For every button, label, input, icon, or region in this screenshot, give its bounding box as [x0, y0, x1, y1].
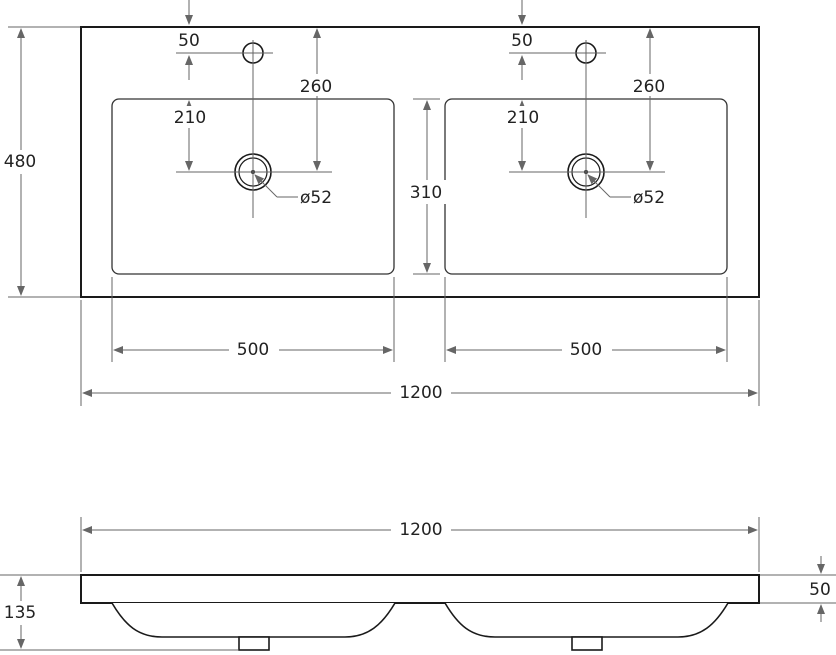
- left-tap-offset-label: 50: [178, 31, 200, 51]
- right-drain-leader: [587, 174, 611, 198]
- slab-thickness-label: 50: [809, 580, 831, 600]
- countertop-outline: [80, 26, 760, 298]
- left-bowl-profile: [111, 602, 396, 638]
- right-basin-width-label: 500: [570, 340, 602, 360]
- right-drain-stub: [571, 636, 603, 651]
- side-view: 1200 135 50: [0, 517, 836, 651]
- left-drain-edge-label: 210: [174, 108, 206, 128]
- countertop-slab: [80, 574, 760, 604]
- left-drain-diameter-label: ø52: [300, 188, 332, 208]
- right-drain-back-label: 260: [633, 77, 665, 97]
- right-tap-offset-label: 50: [511, 31, 533, 51]
- side-height-label: 135: [4, 603, 36, 623]
- left-drain-stub: [238, 636, 270, 651]
- left-drain-leader: [254, 174, 278, 198]
- right-bowl-profile: [444, 602, 729, 638]
- right-drain-edge-label: 210: [507, 108, 539, 128]
- overall-depth-label: 480: [4, 152, 36, 172]
- basin-depth-label: 310: [410, 183, 442, 203]
- side-width-label: 1200: [399, 520, 442, 540]
- left-basin-width-label: 500: [237, 340, 269, 360]
- top-view: 50 260 210 ø52 50 260 210 ø52: [3, 0, 760, 406]
- left-drain-back-label: 260: [300, 77, 332, 97]
- overall-width-label: 1200: [399, 383, 442, 403]
- right-drain-diameter-label: ø52: [633, 188, 665, 208]
